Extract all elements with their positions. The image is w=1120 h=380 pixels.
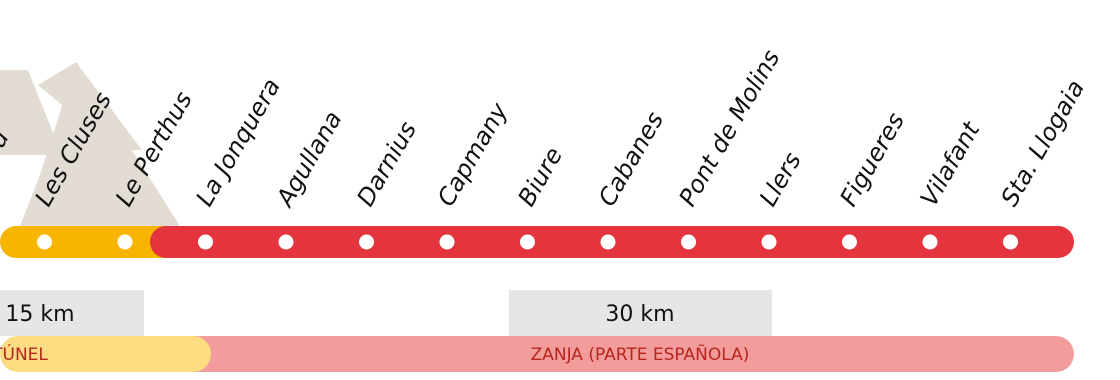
stop-label-boulou: Boulou	[0, 125, 15, 211]
stop-label-la-jonquera: La Jonquera	[190, 74, 285, 211]
stop-label-biure: Biure	[512, 142, 568, 211]
mountain-right	[20, 62, 180, 226]
stop-dot-cabanes	[600, 234, 616, 250]
line-french-segment	[0, 226, 185, 258]
stop-dot-vilafant	[922, 234, 938, 250]
stop-dots	[37, 234, 1018, 250]
trench-label: ZANJA (PARTE ESPAÑOLA)	[531, 343, 750, 365]
stop-dot-figueres	[842, 234, 857, 250]
stop-label-cabanes: Cabanes	[593, 107, 669, 211]
stop-dot-llers	[761, 234, 777, 250]
stop-label-sta-llogaia: Sta. Llogaia	[995, 75, 1090, 211]
stop-dot-agullana	[278, 234, 294, 250]
tunnel-label: TÚNEL	[0, 343, 48, 365]
stop-label-darnius: Darnius	[351, 117, 422, 211]
stop-label-agullana: Agullana	[270, 106, 348, 213]
stop-dot-darnius	[359, 234, 374, 250]
stop-dot-la-jonquera	[198, 234, 213, 250]
stop-dot-capmany	[439, 234, 455, 250]
stop-dot-biure	[520, 234, 535, 250]
stop-label-llers: Llers	[754, 147, 807, 211]
stop-dot-les-cluses	[37, 234, 52, 250]
distance-label-french: 15 km	[5, 302, 74, 327]
stop-label-figueres: Figueres	[834, 108, 910, 211]
trench-bar	[150, 336, 1074, 372]
tunnel-bar	[0, 336, 211, 372]
distance-box-spanish	[509, 290, 772, 336]
stop-dot-sta-llogaia	[1003, 234, 1018, 250]
stop-label-capmany: Capmany	[432, 97, 514, 211]
stop-dot-le-perthus	[117, 234, 133, 250]
stop-label-vilafant: Vilafant	[915, 116, 986, 211]
distance-label-spanish: 30 km	[605, 302, 674, 327]
stop-dot-pont-de-molins	[681, 234, 696, 250]
mountain-left	[0, 70, 62, 155]
distance-box-french	[0, 290, 144, 336]
